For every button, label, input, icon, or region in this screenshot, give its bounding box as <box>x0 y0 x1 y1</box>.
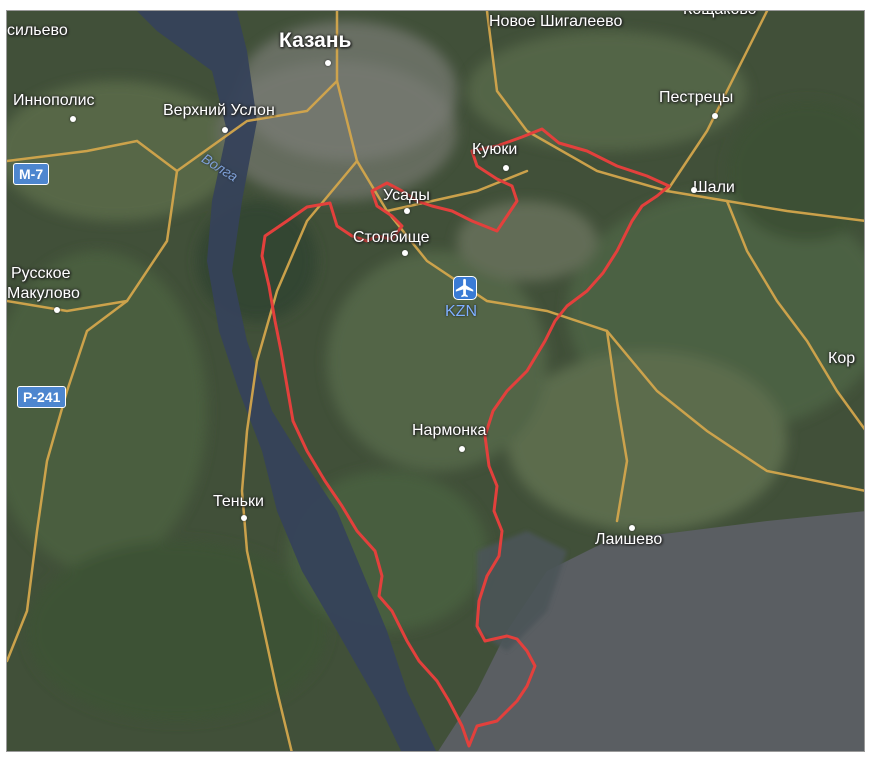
makulovo-marker <box>54 307 60 313</box>
shali-marker <box>691 187 697 193</box>
tenki-marker <box>241 515 247 521</box>
road-shield-m7: М-7 <box>13 163 50 185</box>
settlement-label-russkoe: Русское <box>11 265 71 282</box>
road-shield-r241: Р-241 <box>17 386 67 408</box>
road-network <box>7 11 864 751</box>
settlement-label-novoe-shigaleevo: Новое Шигалеево <box>489 13 623 30</box>
airplane-icon <box>455 278 474 298</box>
settlement-label-tenki: Теньки <box>213 493 264 510</box>
pestretsy-marker <box>712 113 718 119</box>
settlement-label-kuyuki: Куюки <box>472 141 518 158</box>
kuyuki-marker <box>503 165 509 171</box>
innopolis-marker <box>70 116 76 122</box>
narmonka-marker <box>459 446 465 452</box>
verkhniy-uslon-marker <box>222 127 228 133</box>
reservoir-water <box>438 511 864 751</box>
settlement-label-usady: Усады <box>383 187 430 204</box>
city-area <box>237 21 457 161</box>
reservoir-shallow <box>477 531 567 651</box>
usady-marker <box>404 208 410 214</box>
settlement-label-koshchakovo: Кощаково <box>683 11 757 18</box>
settlement-label-shali: Шали <box>693 179 735 196</box>
airport-icon[interactable] <box>453 276 477 300</box>
settlement-label-narmonka: Нармонка <box>412 422 487 439</box>
settlement-label-pestretsy: Пестрецы <box>659 89 734 106</box>
settlement-label-verkhniy-uslon: Верхний Услон <box>163 102 275 119</box>
laishevo-marker <box>629 525 635 531</box>
airport-code-label: KZN <box>445 303 477 320</box>
settlement-label-stolbishche: Столбище <box>353 229 430 246</box>
page-top-strip <box>0 0 871 12</box>
settlement-label-kor: Кор <box>828 350 856 367</box>
stolbishche-marker <box>402 250 408 256</box>
settlement-label-laishevo: Лаишево <box>595 531 663 548</box>
map-canvas[interactable] <box>7 11 865 752</box>
district-boundary <box>260 127 671 748</box>
settlement-label-kazan: Казань <box>279 29 352 52</box>
kazan-marker <box>325 60 331 66</box>
map-view[interactable]: Новое Шигалеево Кощаково Казань сильево … <box>6 10 865 752</box>
settlement-label-makulovo: Макулово <box>7 285 80 302</box>
settlement-label-silyevo: сильево <box>7 22 68 39</box>
settlement-label-innopolis: Иннополис <box>13 92 95 109</box>
